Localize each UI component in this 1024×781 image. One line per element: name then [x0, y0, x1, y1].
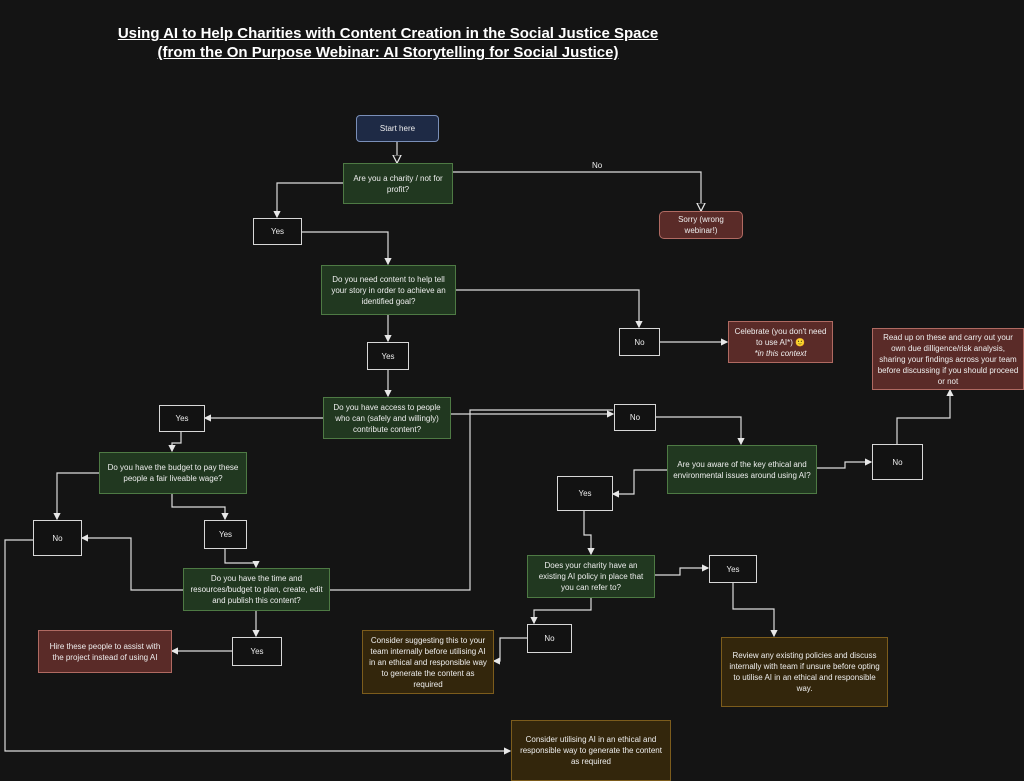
outcome-consider-utilising: Consider utilising AI in an ethical and … — [511, 720, 671, 781]
title-line-2: (from the On Purpose Webinar: AI Storyte… — [157, 44, 619, 61]
answer-yes-time: Yes — [232, 637, 282, 666]
celebrate-note: *in this context — [754, 348, 807, 358]
answer-yes-budget: Yes — [204, 520, 247, 549]
question-aware: Are you aware of the key ethical and env… — [667, 445, 817, 494]
edge-budget-no — [53, 472, 99, 521]
answer-yes-charity: Yes — [253, 218, 302, 245]
edge-policy-no — [530, 597, 592, 625]
edge-no-utilise — [4, 539, 512, 755]
edge-no-aware — [655, 416, 745, 446]
edge-aware-no — [816, 458, 873, 469]
edge-aware-yes — [611, 469, 667, 498]
edge-budget-yes — [171, 493, 229, 521]
edge-yes-budget — [168, 431, 182, 453]
answer-no-access: No — [614, 404, 656, 431]
edge-no-readup — [896, 388, 954, 444]
answer-no-budget: No — [33, 520, 82, 556]
edge-policy-yes — [654, 564, 710, 576]
outcome-sorry: Sorry (wrong webinar!) — [659, 211, 743, 239]
answer-yes-access: Yes — [159, 405, 205, 432]
start-node: Start here — [356, 115, 439, 142]
edge-charity-no — [452, 171, 701, 210]
outcome-review-policies: Review any existing policies and discuss… — [721, 637, 888, 707]
outcome-hire: Hire these people to assist with the pro… — [38, 630, 172, 673]
answer-yes-content: Yes — [367, 342, 409, 370]
edge-no-suggest — [492, 637, 527, 665]
question-access: Do you have access to people who can (sa… — [323, 397, 451, 439]
answer-yes-policy: Yes — [709, 555, 757, 583]
answer-no-content: No — [619, 328, 660, 356]
answer-no-aware: No — [872, 444, 923, 480]
edge-yes-content — [301, 231, 392, 266]
diagram-title: Using AI to Help Charities with Content … — [0, 24, 776, 62]
question-budget: Do you have the budget to pay these peop… — [99, 452, 247, 494]
edge-label-no: No — [592, 161, 603, 170]
question-policy: Does your charity have an existing AI po… — [527, 555, 655, 598]
celebrate-text: Celebrate (you don't need to use AI*) 🙂 — [734, 326, 827, 347]
question-content: Do you need content to help tell your st… — [321, 265, 456, 315]
question-charity: Are you a charity / not for profit? — [343, 163, 453, 204]
edge-time-no — [329, 409, 613, 591]
edge-yes-time — [224, 548, 260, 569]
outcome-read-up: Read up on these and carry out your own … — [872, 328, 1024, 390]
outcome-celebrate: Celebrate (you don't need to use AI*) 🙂 … — [728, 321, 833, 363]
edge-yes-policy — [583, 510, 595, 556]
edge-charity-yes — [273, 182, 343, 219]
answer-yes-aware: Yes — [557, 476, 613, 511]
answer-no-policy: No — [527, 624, 572, 653]
edge-time-no-left — [80, 534, 183, 591]
title-line-1: Using AI to Help Charities with Content … — [117, 25, 659, 42]
edge-yes-review — [732, 582, 778, 638]
edge-content-no — [455, 289, 643, 329]
question-time: Do you have the time and resources/budge… — [183, 568, 330, 611]
outcome-consider-suggesting: Consider suggesting this to your team in… — [362, 630, 494, 694]
